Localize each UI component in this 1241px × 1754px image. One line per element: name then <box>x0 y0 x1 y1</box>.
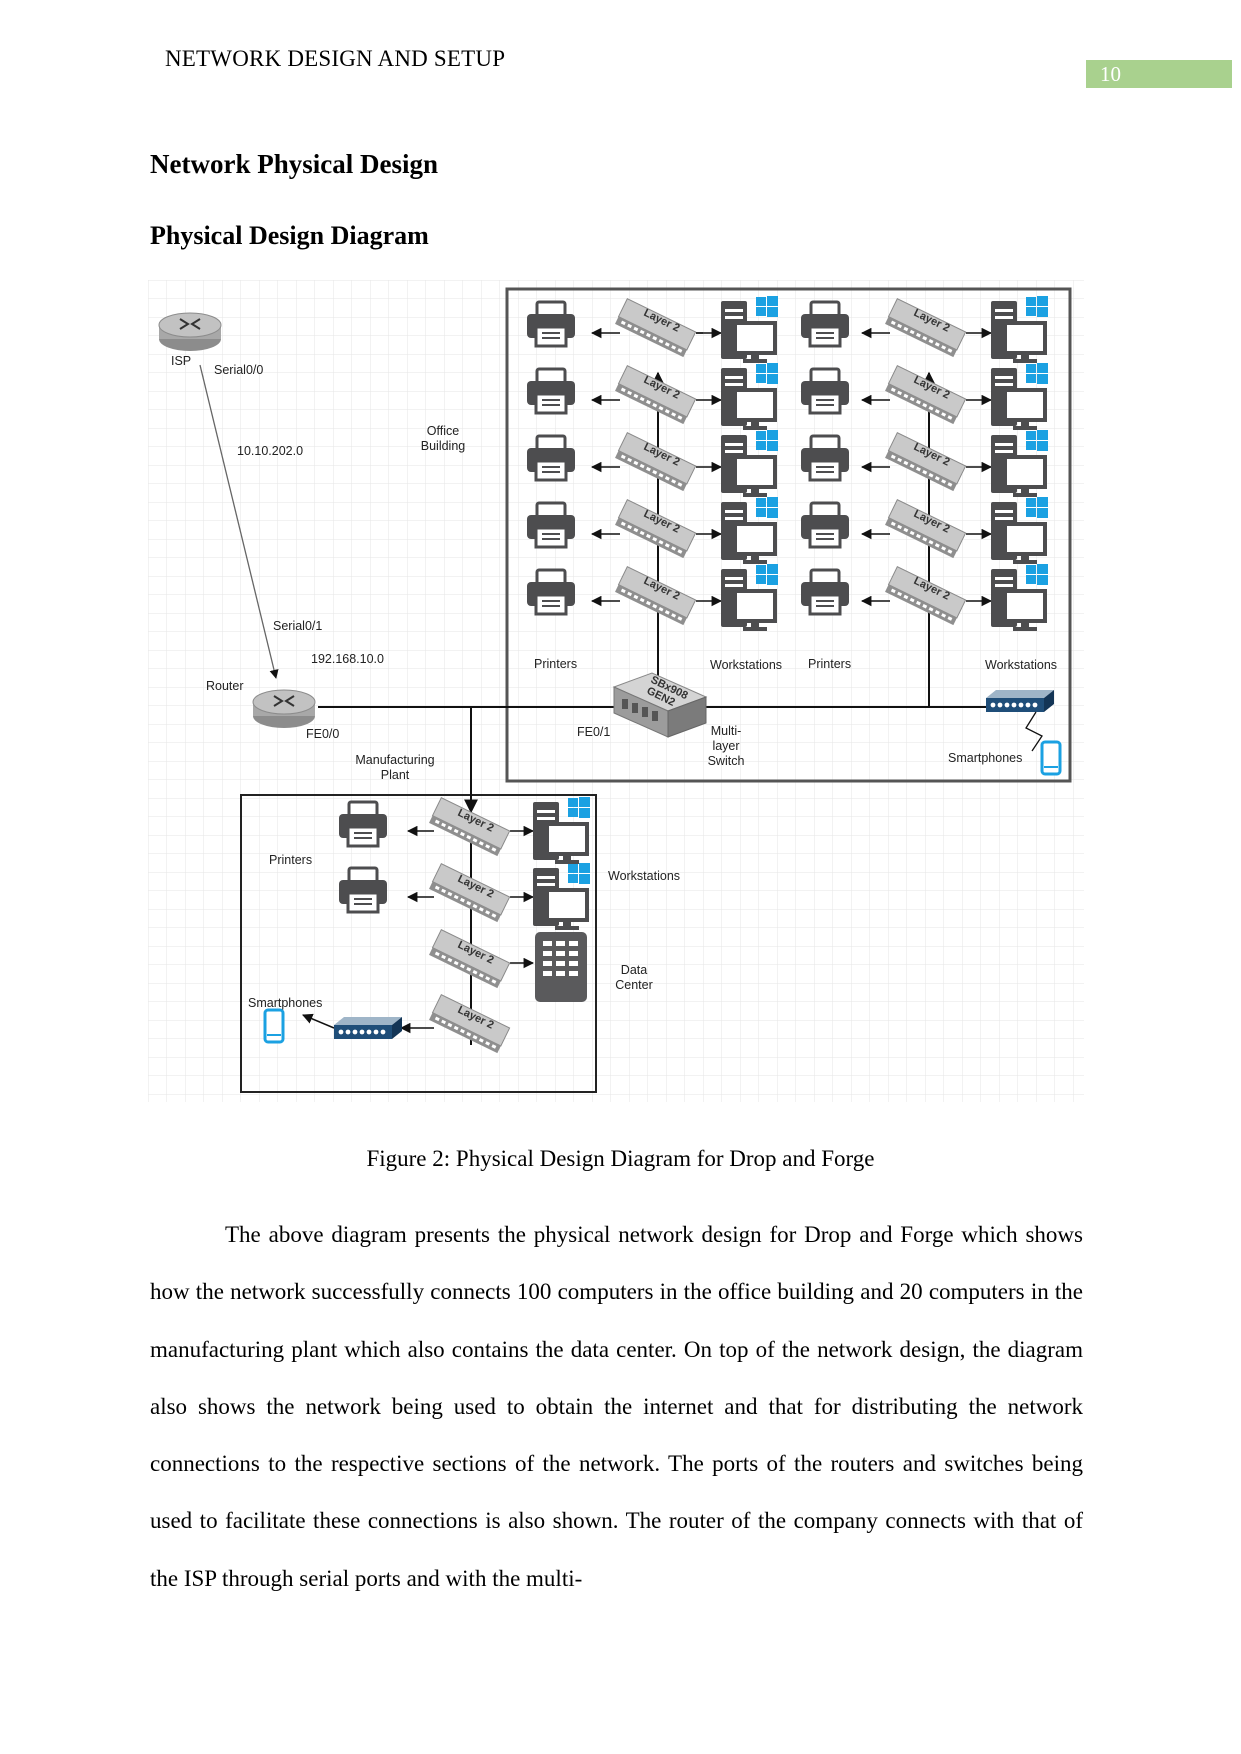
office-smartphone <box>1040 740 1062 776</box>
data-center-label-line2: Center <box>615 978 653 992</box>
mls-label-line3: Switch <box>708 754 745 768</box>
data-center-label-line1: Data <box>621 963 647 977</box>
fe01-label: FE0/1 <box>577 725 610 739</box>
body-text: The above diagram presents the physical … <box>150 1206 1083 1607</box>
body-paragraph: The above diagram presents the physical … <box>150 1222 1083 1591</box>
router-label: Router <box>206 679 244 693</box>
plant-smartphone <box>263 1008 285 1044</box>
office-printers-label: Printers <box>534 657 577 671</box>
data-center-server <box>535 932 587 1002</box>
lan-network-label: 192.168.10.0 <box>311 652 384 666</box>
page-number: 10 <box>1086 60 1232 88</box>
plant-label-line2: Plant <box>381 768 410 782</box>
office-building-boundary <box>505 287 1072 783</box>
section-heading: Network Physical Design <box>150 149 438 179</box>
plant-smartphones-label: Smartphones <box>248 996 322 1010</box>
office-label-line1: Office <box>427 424 459 438</box>
plant-workstations-label: Workstations <box>608 869 680 883</box>
office-workstations-label: Workstations <box>710 658 782 672</box>
plant-wireless-ap <box>334 1017 402 1039</box>
serial01-label: Serial0/1 <box>273 619 322 633</box>
office-label-line2: Building <box>421 439 466 453</box>
wan-network-label: 10.10.202.0 <box>237 444 303 458</box>
office-smartphones-label: Smartphones <box>948 751 1022 765</box>
company-router <box>252 689 316 729</box>
serial00-label: Serial0/0 <box>214 363 263 377</box>
office-printers-label: Printers <box>808 657 851 671</box>
mls-label-line1: Multi- <box>711 724 742 738</box>
mls-label-line2: layer <box>712 739 739 753</box>
plant-label-line1: Manufacturing <box>355 753 434 767</box>
figure-caption: Figure 2: Physical Design Diagram for Dr… <box>366 1146 875 1171</box>
isp-label: ISP <box>171 354 191 368</box>
network-diagram: Layer 2 Layer 2 Layer 2 Layer 2 Layer 2 … <box>148 280 1084 1102</box>
running-head: NETWORK DESIGN AND SETUP <box>165 46 506 71</box>
office-wireless-ap <box>986 690 1054 712</box>
plant-printers-label: Printers <box>269 853 312 867</box>
subsection-heading: Physical Design Diagram <box>150 221 429 250</box>
manufacturing-plant-boundary <box>240 794 597 1093</box>
multilayer-switch <box>612 672 708 738</box>
fe00-label: FE0/0 <box>306 727 339 741</box>
office-workstations-label: Workstations <box>985 658 1057 672</box>
isp-router <box>158 312 222 352</box>
